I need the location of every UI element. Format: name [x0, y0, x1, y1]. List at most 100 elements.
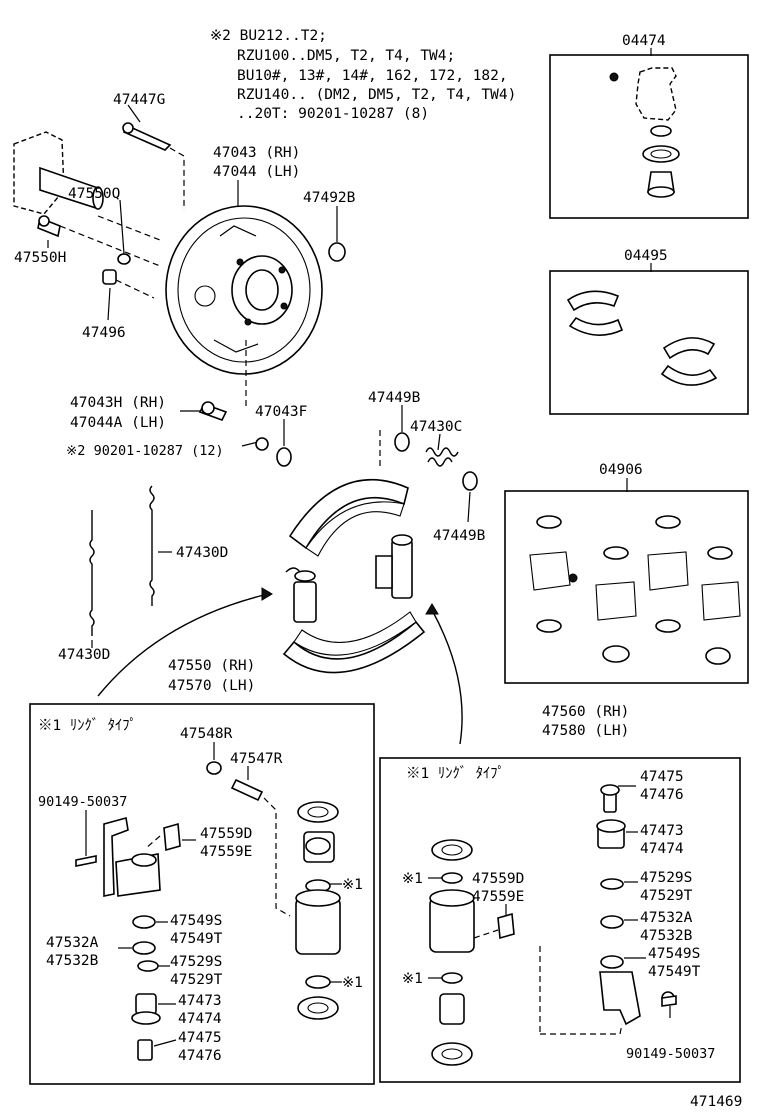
- label-47430C: 47430C: [410, 419, 462, 435]
- kit-04474: 04474: [549, 33, 749, 219]
- label-47044-lh: 47044 (LH): [213, 164, 300, 180]
- label-47475-right: 47475: [640, 769, 684, 785]
- label-47474-left: 47474: [178, 1011, 222, 1027]
- label-47043H: 47043H (RH): [70, 395, 166, 411]
- retainer-cup-lower-icon: [462, 471, 478, 491]
- label-47532A-left: 47532A: [46, 935, 99, 951]
- label-47473-right: 47473: [640, 823, 684, 839]
- wheel-cylinder-left-icon: [285, 567, 317, 623]
- label-bolt-note: ※2 90201-10287 (12): [66, 443, 224, 459]
- label-47549T-right: 47549T: [648, 964, 701, 980]
- note-line-5: ..20T: 90201-10287 (8): [237, 106, 429, 122]
- bleeder-cap-icon: [206, 761, 222, 775]
- cylinder-stack-right-icon: [429, 839, 475, 1066]
- adjuster-plate-left-icon: [163, 822, 181, 852]
- label-47430D-bottom: 47430D: [58, 647, 110, 663]
- grommet-icon: [102, 269, 117, 285]
- label-47550Q: 47550Q: [68, 186, 120, 202]
- label-47447G: 47447G: [113, 92, 165, 108]
- label-47559E-left: 47559E: [200, 844, 252, 860]
- label-47529T-left: 47529T: [170, 972, 223, 988]
- mark-1-upper-left: ※1: [342, 877, 363, 893]
- cable-clip-icon: [122, 122, 172, 151]
- shoe-assembly: 47449B 47430C 47449B: [58, 390, 486, 745]
- label-47474-right: 47474: [640, 841, 684, 857]
- adjuster-lever-left-icon: [103, 816, 161, 897]
- label-47559E-right: 47559E: [472, 889, 524, 905]
- label-47496: 47496: [82, 325, 126, 341]
- label-90149-left: 90149-50037: [38, 794, 127, 810]
- small-nut-icon: [255, 437, 269, 451]
- note-line-3: BU10#, 13#, 14#, 162, 172, 182,: [237, 68, 508, 84]
- kit-04906-label: 04906: [599, 462, 643, 478]
- label-47560-rh: 47560 (RH): [542, 704, 629, 720]
- right-cylinder-group: 47560 (RH) 47580 (LH) ※1 ﾘﾝｸﾞ ﾀｲﾌﾟ ※1 47…: [379, 704, 741, 1083]
- label-47580-lh: 47580 (LH): [542, 723, 629, 739]
- ring-type-note-right: ※1 ﾘﾝｸﾞ ﾀｲﾌﾟ: [406, 765, 505, 782]
- label-47476-left: 47476: [178, 1048, 222, 1064]
- cylinder-stack-left-icon: [295, 801, 341, 1020]
- plug-icon: [328, 242, 346, 262]
- label-47550-rh: 47550 (RH): [168, 658, 255, 674]
- kit-04906: 04906: [504, 462, 749, 684]
- note-line-4: RZU140.. (DM2, DM5, T2, T4, TW4): [237, 87, 516, 103]
- label-47532A-right: 47532A: [640, 910, 693, 926]
- label-47549T-left: 47549T: [170, 931, 223, 947]
- nut-icon: [117, 253, 131, 265]
- brake-shoe-upper-icon: [288, 478, 409, 557]
- return-spring-left-icon: [89, 510, 95, 636]
- axle-housing-icon: [13, 131, 104, 215]
- figure-id: 471469: [690, 1094, 742, 1110]
- label-47475-left: 47475: [178, 1030, 222, 1046]
- right-small-parts-icon: [596, 784, 677, 1026]
- kit-04474-label: 04474: [622, 33, 666, 49]
- note-block: ※2 BU212..T2; RZU100..DM5, T2, T4, TW4; …: [210, 28, 516, 122]
- left-small-parts-icon: [131, 915, 161, 1061]
- washer-icon: [276, 447, 292, 467]
- adjuster-plate-right-icon: [497, 912, 515, 940]
- wheel-cylinder-right-icon: [375, 534, 413, 599]
- note-line-1: ※2 BU212..T2;: [210, 28, 327, 44]
- label-47529T-right: 47529T: [640, 888, 693, 904]
- left-cylinder-group: 47550 (RH) 47570 (LH) ※1 ﾘﾝｸﾞ ﾀｲﾌﾟ 47548…: [29, 658, 375, 1085]
- kit-04495-label: 04495: [624, 248, 668, 264]
- mounting-bolt-left-icon: [75, 855, 97, 867]
- label-47044A: 47044A (LH): [70, 415, 166, 431]
- mark-1-upper-right: ※1: [402, 871, 423, 887]
- bleeder-plug-icon: [230, 778, 264, 802]
- label-47043F: 47043F: [255, 404, 307, 420]
- hub-bolt-icon: [37, 215, 61, 238]
- label-47532B-right: 47532B: [640, 928, 693, 944]
- label-47547R: 47547R: [230, 751, 283, 767]
- backing-plate-bolt-icon: [198, 401, 228, 421]
- label-47492B: 47492B: [303, 190, 356, 206]
- label-47430D-mid: 47430D: [176, 545, 228, 561]
- label-47549S-left: 47549S: [170, 913, 222, 929]
- label-90149-right: 90149-50037: [626, 1046, 715, 1062]
- axle-nut-seal-bearing-kit-icon: [609, 67, 680, 198]
- brake-shoe-kit-icon: [566, 290, 718, 386]
- label-47449B-top: 47449B: [368, 390, 421, 406]
- label-47473-left: 47473: [178, 993, 222, 1009]
- label-47549S-right: 47549S: [648, 946, 700, 962]
- label-47449B-bottom: 47449B: [433, 528, 486, 544]
- kit-04495: 04495: [549, 248, 749, 415]
- mark-1-lower-left: ※1: [342, 975, 363, 991]
- return-spring-right-icon: [149, 485, 155, 606]
- upper-assembly: 47447G 47550Q 47550H 47496: [13, 92, 356, 467]
- label-47043-rh: 47043 (RH): [213, 145, 300, 161]
- label-47570-lh: 47570 (LH): [168, 678, 255, 694]
- mark-1-lower-right: ※1: [402, 971, 423, 987]
- label-47559D-left: 47559D: [200, 826, 252, 842]
- brake-shoe-lower-icon: [282, 611, 426, 674]
- label-47532B-left: 47532B: [46, 953, 99, 969]
- note-line-2: RZU100..DM5, T2, T4, TW4;: [237, 48, 455, 64]
- label-47550H: 47550H: [14, 250, 66, 266]
- label-47548R: 47548R: [180, 726, 233, 742]
- label-47476-right: 47476: [640, 787, 684, 803]
- wheel-cylinder-cup-kit-icon: [529, 515, 741, 665]
- retainer-cup-icon: [394, 432, 410, 452]
- backing-plate-icon: [165, 205, 323, 375]
- label-47529S-right: 47529S: [640, 870, 692, 886]
